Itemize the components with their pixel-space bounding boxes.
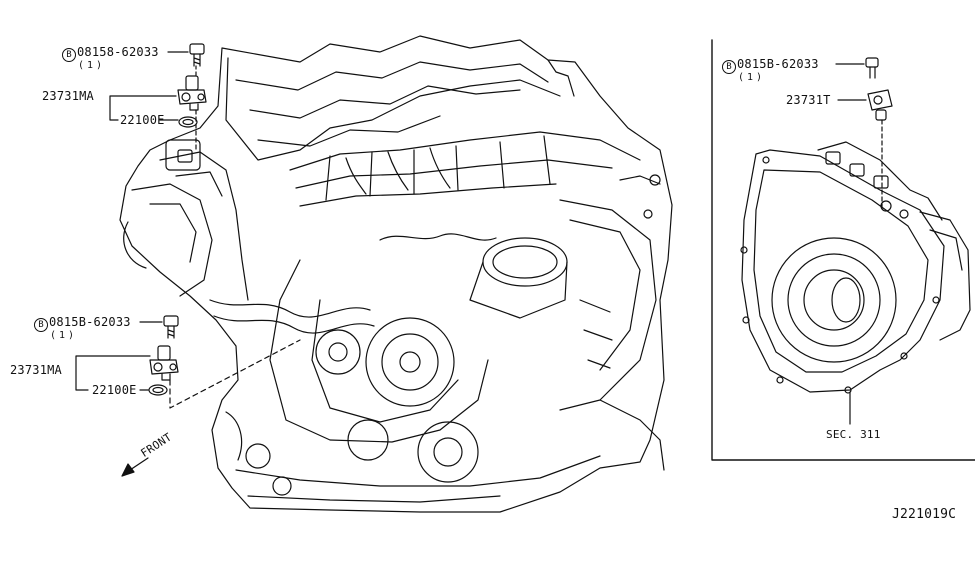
section-reference: SEC. 311 [826,428,881,441]
sensor-group-top-left [109,43,207,151]
bolt-badge-icon: B [62,48,76,62]
bolt-qty-top-left: (1) [78,60,106,71]
sensor-part-number-right: 23731T [786,93,831,107]
bolt-icon [189,43,205,67]
sensor-part-number-top-left: 23731MA [42,89,94,103]
transmission-panel [711,39,975,461]
bolt-qty-mid-left: (1) [50,330,78,341]
o-ring-icon [148,384,168,396]
engine-illustration [119,35,673,513]
turbine-sensor-icon [867,89,893,121]
sensor-group-mid-left [75,315,301,409]
crank-position-sensor-icon [177,75,207,111]
bolt-badge-icon: B [722,60,736,74]
o-ring-icon [178,116,198,128]
crank-position-sensor-icon [149,345,179,381]
oring-part-number-top-left: 22100E [120,113,165,127]
diagram-id: J221019C [892,507,957,522]
bolt-icon [163,315,179,339]
bolt-qty-right: (1) [738,72,766,83]
bolt-icon [865,57,879,79]
oring-part-number-mid-left: 22100E [92,383,137,397]
bolt-badge-icon: B [34,318,48,332]
sensor-part-number-mid-left: 23731MA [10,363,62,377]
front-arrow-icon [121,457,149,477]
